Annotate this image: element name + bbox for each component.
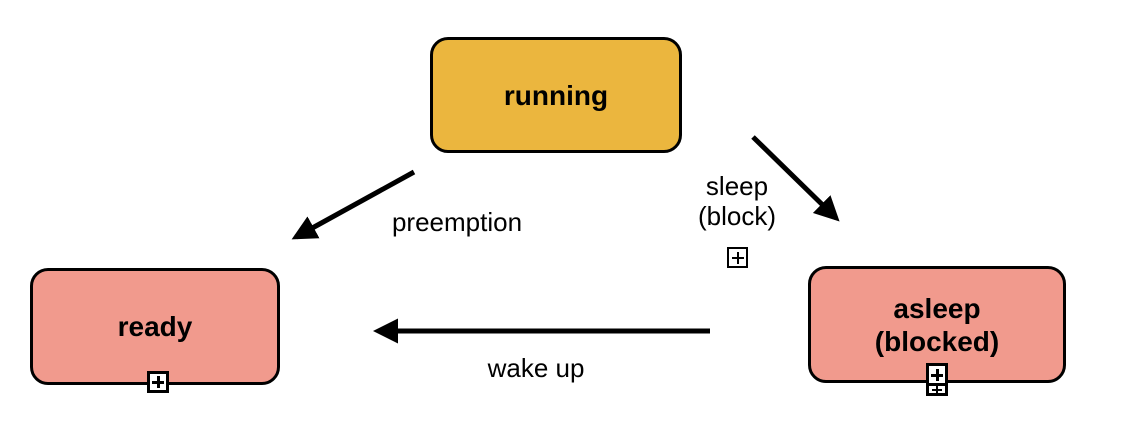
sleep-edge-expand-plus-icon[interactable] bbox=[727, 247, 748, 268]
state-label-running: running bbox=[503, 79, 609, 111]
plus-icon bbox=[931, 369, 943, 381]
asleep-expand-plus-icon[interactable] bbox=[926, 363, 948, 396]
state-label-asleep-line1: asleep bbox=[893, 292, 981, 324]
plus-icon-upper bbox=[929, 366, 945, 383]
edge-label-sleep-line1: sleep bbox=[705, 171, 769, 201]
state-label-asleep: asleep (blocked) bbox=[875, 292, 999, 358]
ready-expand-plus-icon[interactable] bbox=[147, 371, 169, 393]
state-node-ready[interactable]: ready bbox=[30, 268, 280, 385]
plus-icon bbox=[731, 251, 744, 264]
edge-label-wake-up: wake up bbox=[487, 353, 585, 383]
state-node-running[interactable]: running bbox=[430, 37, 682, 153]
edge-label-sleep: sleep (block) bbox=[698, 171, 776, 231]
edge-label-preemption: preemption bbox=[391, 207, 523, 237]
plus-icon bbox=[932, 385, 942, 393]
state-label-asleep-line2: (blocked) bbox=[874, 325, 1000, 357]
edge-preemption-arrow[interactable] bbox=[291, 169, 416, 240]
state-node-asleep[interactable]: asleep (blocked) bbox=[808, 266, 1066, 383]
state-label-ready: ready bbox=[117, 311, 193, 342]
plus-icon bbox=[152, 376, 164, 388]
edge-label-sleep-line2: (block) bbox=[697, 201, 777, 231]
plus-icon-lower bbox=[929, 385, 945, 393]
node-border-crossing-line bbox=[929, 382, 945, 386]
edge-sleep-arrow[interactable] bbox=[751, 135, 840, 222]
